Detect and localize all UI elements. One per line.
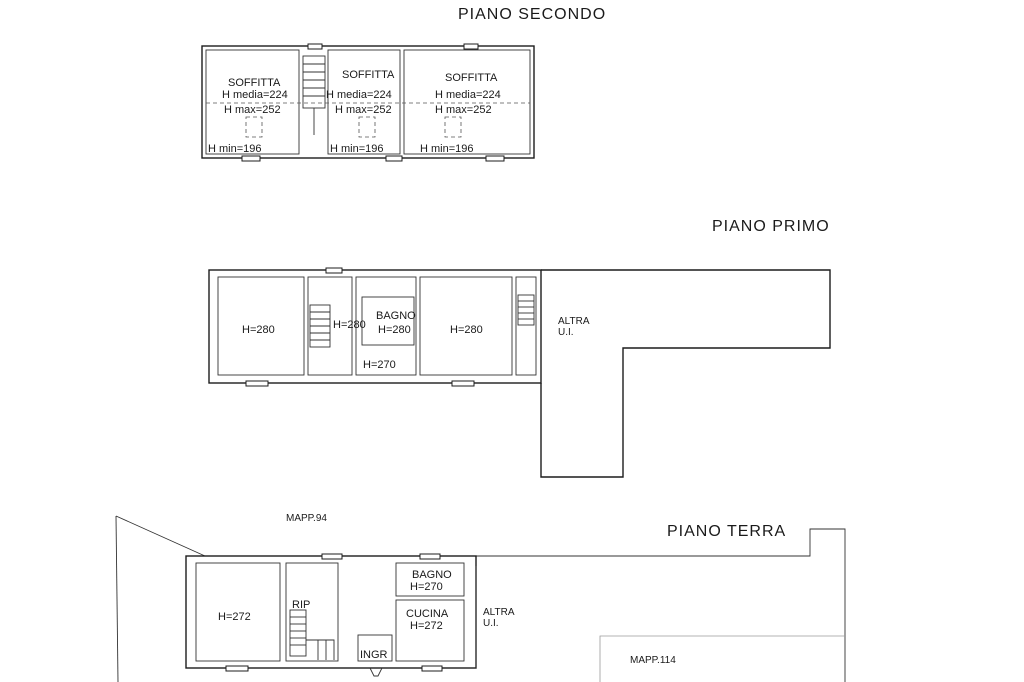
- terra-cucina-height: H=272: [410, 620, 443, 632]
- primo-altra-label: ALTRA: [558, 316, 590, 327]
- secondo-room1-hmin: H min=196: [208, 143, 262, 155]
- terra-cucina-name: CUCINA: [406, 608, 449, 620]
- title-piano-primo: PIANO PRIMO: [712, 218, 830, 235]
- primo-stair-height: H=280: [333, 319, 366, 331]
- secondo-room2-hmedia: H media=224: [326, 89, 392, 101]
- terra-rip-label: RIP: [292, 599, 310, 611]
- secondo-room3-hmax: H max=252: [435, 104, 492, 116]
- terra-room1-height: H=272: [218, 611, 251, 623]
- primo-room1-height: H=280: [242, 324, 275, 336]
- mapp114-label: MAPP.114: [630, 655, 676, 666]
- piano-terra-plan: [115, 515, 846, 682]
- secondo-room3-hmin: H min=196: [420, 143, 474, 155]
- terra-ingr-label: INGR: [360, 649, 388, 661]
- mapp94-label: MAPP.94: [286, 513, 327, 524]
- secondo-room2-name: SOFFITTA: [342, 69, 395, 81]
- terra-ui-label: U.I.: [483, 618, 499, 629]
- primo-room2-height: H=280: [450, 324, 483, 336]
- terra-bagno-name: BAGNO: [412, 569, 452, 581]
- title-piano-secondo: PIANO SECONDO: [458, 6, 606, 23]
- secondo-room2-hmin: H min=196: [330, 143, 384, 155]
- terra-altra-label: ALTRA: [483, 607, 515, 618]
- terra-bagno-height: H=270: [410, 581, 443, 593]
- secondo-room1-hmedia: H media=224: [222, 89, 288, 101]
- secondo-room2-hmax: H max=252: [335, 104, 392, 116]
- piano-secondo-plan: [201, 43, 535, 162]
- primo-corridor-height: H=270: [363, 359, 396, 371]
- secondo-room3-hmedia: H media=224: [435, 89, 501, 101]
- title-piano-terra: PIANO TERRA: [667, 523, 786, 540]
- secondo-room1-hmax: H max=252: [224, 104, 281, 116]
- primo-bagno-name: BAGNO: [376, 310, 416, 322]
- secondo-room3-name: SOFFITTA: [445, 72, 498, 84]
- piano-primo-plan: [208, 267, 831, 478]
- primo-ui-label: U.I.: [558, 327, 574, 338]
- secondo-room1-name: SOFFITTA: [228, 77, 281, 89]
- primo-bagno-height: H=280: [378, 324, 411, 336]
